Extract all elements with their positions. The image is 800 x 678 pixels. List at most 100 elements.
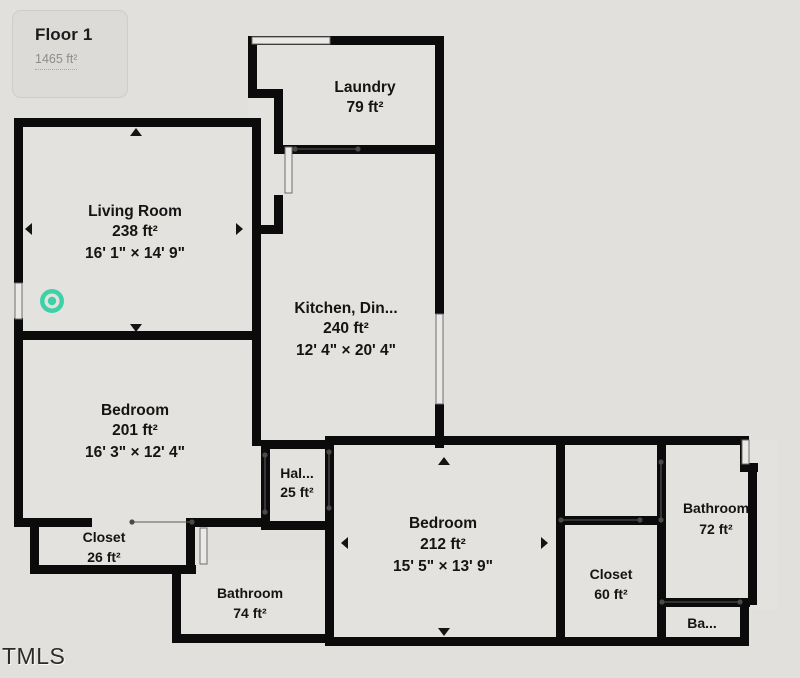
wall-closet1-left — [30, 527, 39, 573]
wall-closet1-top-right — [186, 518, 266, 527]
door-dot-laundry-a — [292, 146, 298, 152]
wall-bathroom2-right — [748, 463, 757, 605]
room-area-label-living-room: 238 ft² — [112, 223, 158, 240]
door-dot-bath2-a — [658, 459, 664, 465]
room-dims-bedroom-2: 15' 5" × 13' 9" — [393, 558, 493, 575]
room-name-closet-2: Closet — [590, 566, 633, 582]
wall-living-left-upper — [14, 118, 23, 283]
room-label-closet-1[interactable]: Closet 26 ft² — [83, 529, 126, 565]
room-fills — [14, 36, 778, 642]
room-label-bathroom-3[interactable]: Ba... — [687, 615, 717, 631]
wall-laundry-left-lower — [274, 89, 283, 145]
door-dot-laundry-b — [355, 146, 361, 152]
room-label-kitchen-dining[interactable]: Kitchen, Din... 240 ft² 12' 4" × 20' 4" — [294, 300, 397, 359]
arrow-up-icon-living — [130, 128, 142, 136]
door-dot-hall-c — [326, 449, 332, 455]
wall-kitchen-left-upper — [274, 195, 283, 233]
room-area-bathroom-3[interactable] — [668, 610, 748, 642]
wall-kitchen-left-lower — [252, 331, 261, 446]
room-area-label-closet-1: 26 ft² — [87, 549, 121, 565]
room-dims-bedroom-1: 16' 3" × 12' 4" — [85, 444, 185, 461]
wall-living-left-lower — [14, 318, 23, 340]
watermark-tmls: TMLS — [2, 643, 66, 669]
wall-bathroom2-notch-bottom — [740, 463, 758, 472]
room-area-kitchen-dining[interactable] — [260, 154, 440, 444]
room-area-bathroom-1[interactable] — [180, 560, 332, 642]
wall-closet2-right — [657, 436, 666, 646]
room-label-hallway[interactable]: Hal... 25 ft² — [280, 465, 314, 500]
room-name-kitchen-dining: Kitchen, Din... — [294, 300, 397, 317]
room-area-bedroom-1[interactable] — [14, 336, 260, 526]
wall-laundry-left-jog — [248, 89, 282, 98]
room-label-group: Laundry 79 ft² Living Room 238 ft² 16' 1… — [83, 79, 749, 631]
door-group — [129, 146, 743, 605]
room-area-label-bathroom-2: 72 ft² — [699, 521, 733, 537]
wall-kitchen-left-jog — [252, 225, 283, 234]
room-area-label-closet-2: 60 ft² — [594, 586, 628, 602]
window-kitchen-right — [435, 313, 444, 405]
room-label-bedroom-2[interactable]: Bedroom 212 ft² 15' 5" × 13' 9" — [393, 515, 493, 575]
wall-closet1-bottom — [30, 565, 196, 574]
room-name-closet-1: Closet — [83, 529, 126, 545]
floor-area-total: 1465 ft² — [35, 52, 78, 70]
wall-bedroom2-bottom — [325, 637, 565, 646]
wall-kitchen-right-lower — [435, 404, 444, 448]
room-label-bedroom-1[interactable]: Bedroom 201 ft² 16' 3" × 12' 4" — [85, 402, 185, 461]
wall-laundry-top — [248, 36, 444, 45]
room-area-label-bedroom-1: 201 ft² — [112, 422, 158, 439]
wall-closet2-bottom — [556, 637, 666, 646]
room-name-bathroom-2: Bathroom — [683, 500, 749, 516]
room-area-bathroom-2[interactable] — [668, 440, 778, 610]
door-dot-hall-a — [262, 452, 268, 458]
door-dot-closet1-a — [129, 519, 135, 525]
floor-title: Floor 1 — [35, 25, 93, 44]
wall-laundry-right — [435, 36, 444, 154]
arrow-up-icon-bedroom2 — [438, 457, 450, 465]
room-name-bathroom-1: Bathroom — [217, 585, 283, 601]
room-name-bedroom-1: Bedroom — [101, 402, 169, 419]
wall-bedroom2-top — [325, 436, 565, 445]
window-living-left — [14, 282, 23, 320]
room-area-label-bathroom-1: 74 ft² — [233, 605, 267, 621]
room-area-closet-2[interactable] — [558, 440, 668, 642]
room-area-label-laundry: 79 ft² — [346, 99, 383, 116]
arrow-right-icon-bedroom2 — [541, 537, 548, 549]
arrow-left-icon-bedroom2 — [341, 537, 348, 549]
wall-living-top — [14, 118, 260, 127]
room-label-living-room[interactable]: Living Room 238 ft² 16' 1" × 14' 9" — [85, 203, 185, 262]
floor-selector-badge[interactable]: Floor 1 1465 ft² — [12, 10, 128, 98]
wall-kitchen-right-upper — [435, 154, 444, 314]
room-area-closet-1[interactable] — [30, 526, 190, 568]
arrow-right-icon-living — [236, 223, 243, 235]
room-area-label-hallway: 25 ft² — [280, 484, 314, 500]
room-name-living-room: Living Room — [88, 203, 182, 220]
wall-laundry-left-upper — [248, 36, 257, 98]
door-dot-bath3-b — [737, 599, 743, 605]
arrow-down-icon-bedroom2 — [438, 628, 450, 636]
wall-bathroom1-bottom — [172, 634, 334, 643]
room-label-closet-2[interactable]: Closet 60 ft² — [590, 566, 633, 602]
room-label-bathroom-1[interactable]: Bathroom 74 ft² — [217, 585, 283, 621]
door-dot-closet2-b — [637, 517, 643, 523]
door-dot-closet2-a — [558, 517, 564, 523]
wall-bathroom3-bottom — [657, 637, 749, 646]
dimension-arrow-group — [25, 128, 548, 636]
window-group — [14, 36, 750, 565]
wall-bathroom2-top — [565, 436, 749, 445]
room-area-hallway[interactable] — [260, 440, 334, 520]
window-bathroom2-notch — [741, 439, 750, 465]
wall-hallway-top — [261, 440, 334, 449]
room-area-bedroom-2[interactable] — [330, 440, 558, 642]
wall-kitchen-left-mid — [252, 225, 261, 340]
wall-hallway-bottom — [261, 521, 334, 530]
door-dot-hall-d — [326, 505, 332, 511]
room-label-laundry[interactable]: Laundry 79 ft² — [334, 79, 396, 116]
room-name-bedroom-2: Bedroom — [409, 515, 477, 532]
wall-bedroom1-left — [14, 331, 23, 527]
wall-bathroom3-right — [740, 598, 749, 646]
room-label-bathroom-2[interactable]: Bathroom 72 ft² — [683, 500, 749, 537]
room-area-label-kitchen-dining: 240 ft² — [323, 320, 369, 337]
viewpoint-circle-icon[interactable] — [40, 289, 64, 313]
door-dot-bath3-a — [659, 599, 665, 605]
